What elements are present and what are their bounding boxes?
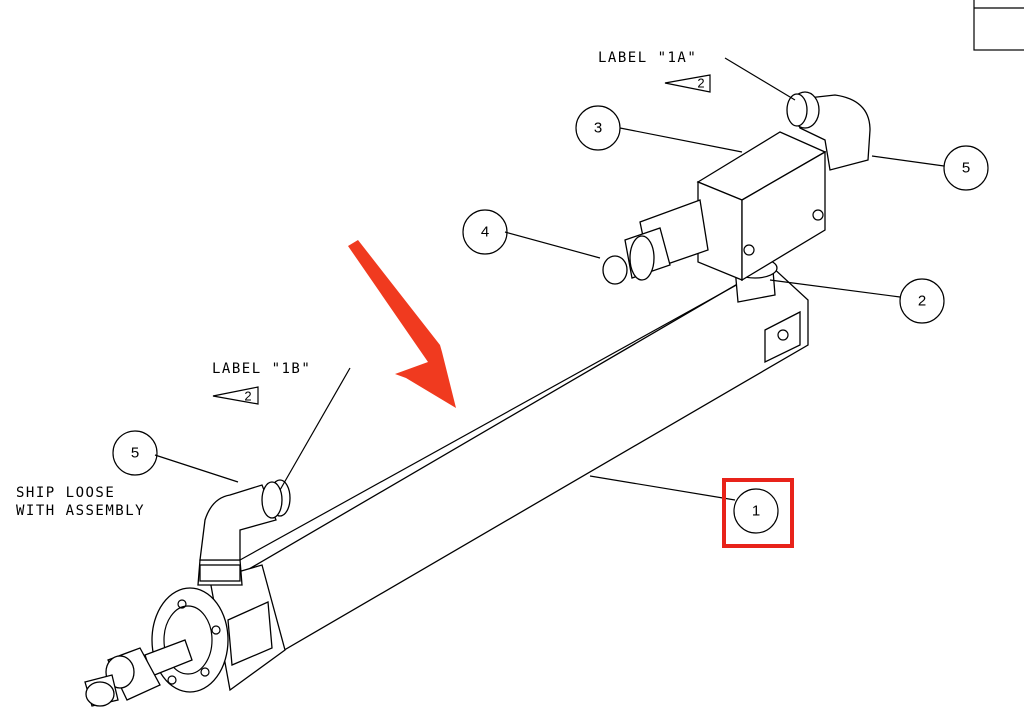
- svg-text:3: 3: [594, 120, 602, 137]
- svg-text:2: 2: [697, 76, 704, 91]
- revision-triangle-1b: 2: [212, 386, 259, 405]
- balloon-5-top: 5: [943, 145, 989, 191]
- svg-text:5: 5: [131, 445, 139, 462]
- ship-loose-note-line2: WITH ASSEMBLY: [16, 503, 145, 519]
- svg-text:2: 2: [918, 293, 926, 310]
- title-block-corner: [973, 0, 1024, 51]
- red-pointer-arrow: [348, 240, 456, 408]
- ship-loose-note-line1: SHIP LOOSE: [16, 485, 115, 501]
- balloon-3: 3: [575, 105, 621, 151]
- upper-elbow-fitting: [786, 91, 871, 171]
- balloon-2: 2: [899, 278, 945, 324]
- valve-block: [696, 131, 827, 282]
- balloon-1: 1: [733, 488, 779, 534]
- balloon-5-left: 5: [112, 430, 158, 476]
- front-flange: [151, 587, 229, 693]
- highlight-box: [722, 478, 794, 548]
- revision-triangle-1a: 2: [664, 74, 711, 93]
- balloon-4: 4: [462, 209, 508, 255]
- svg-text:4: 4: [481, 224, 489, 241]
- piston-rod: [84, 639, 193, 707]
- leader-lines: [154, 57, 945, 501]
- label-1b: LABEL "1B": [212, 361, 311, 377]
- svg-text:1: 1: [752, 503, 760, 520]
- left-elbow-fitting: [197, 479, 291, 586]
- valve-actuator: [602, 199, 709, 285]
- svg-text:5: 5: [962, 160, 970, 177]
- cylinder-body: [209, 264, 809, 692]
- label-1a: LABEL "1A": [598, 50, 697, 66]
- svg-text:2: 2: [244, 389, 251, 404]
